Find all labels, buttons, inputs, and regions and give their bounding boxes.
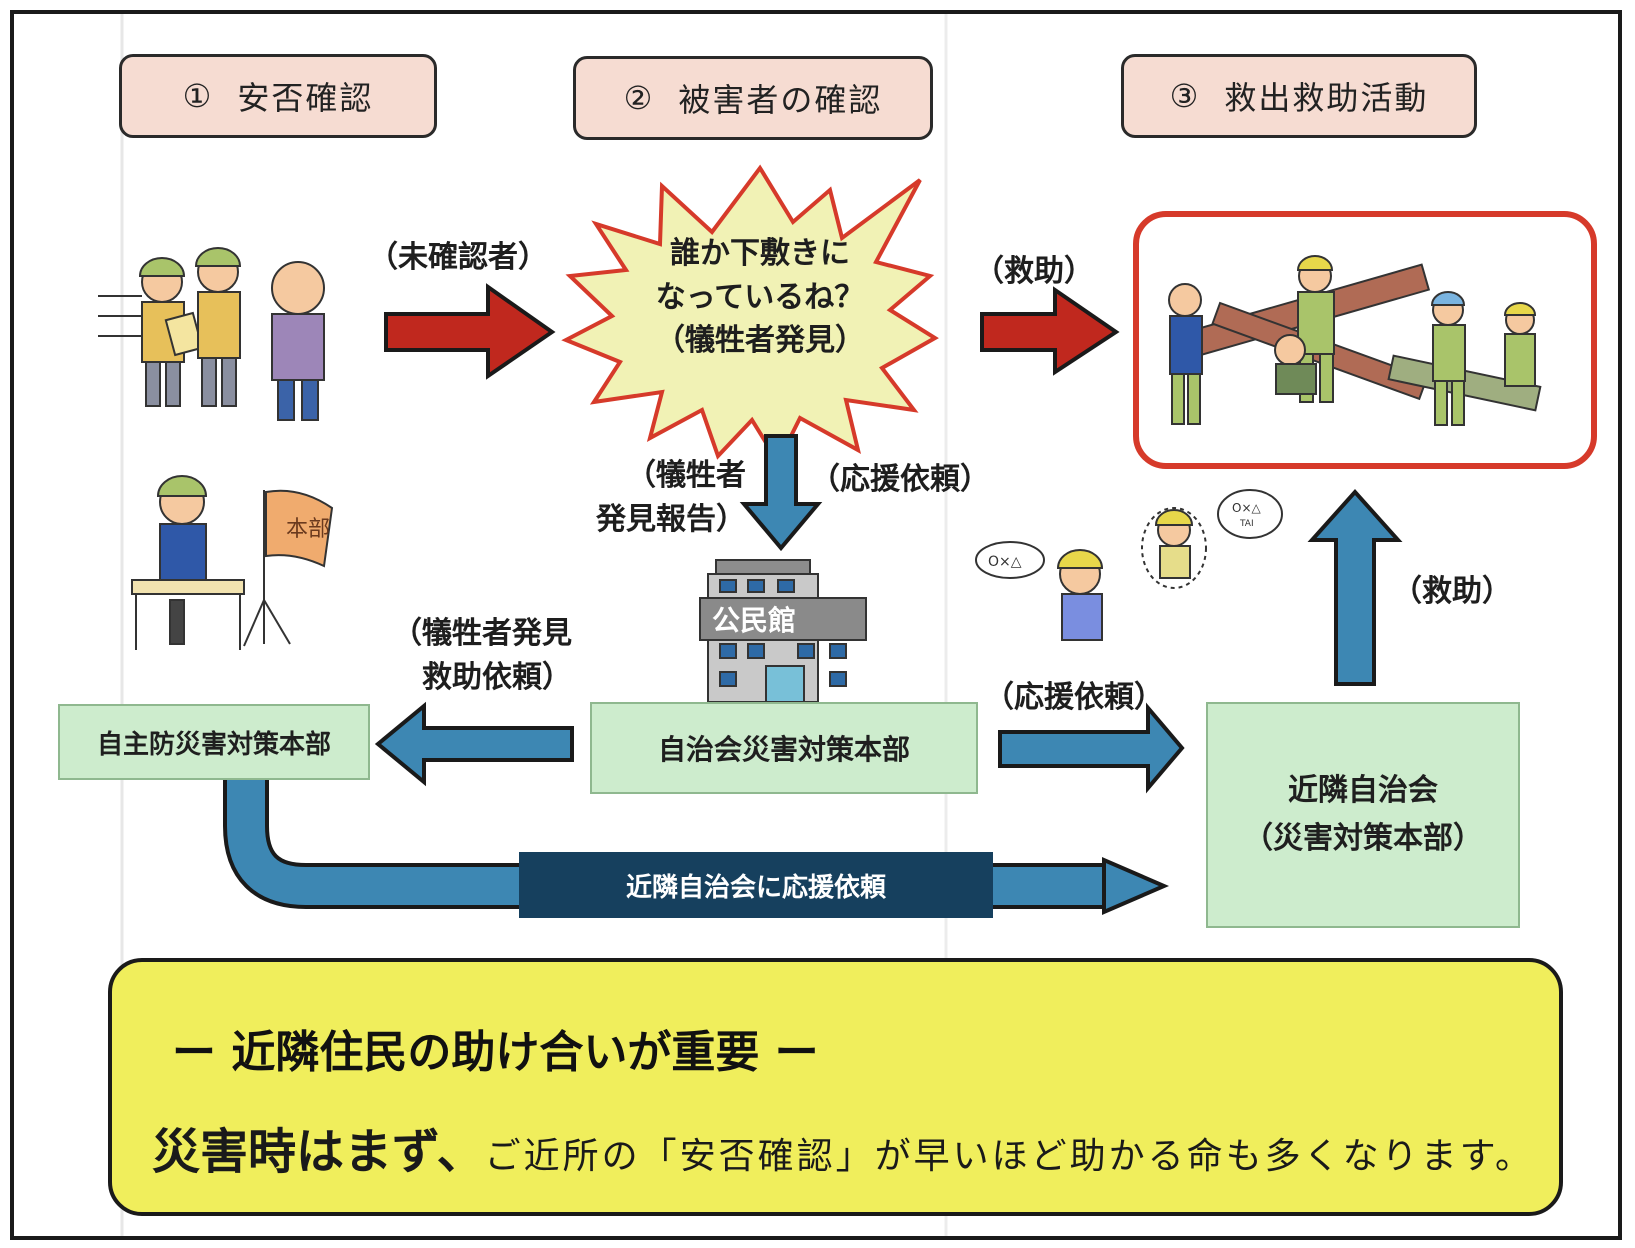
label-rescue-top: （救助） [974,254,1094,289]
blue-arrow-left-request [374,701,574,787]
key-message-text: ご近所の「安否確認」が早いほど助かる命も多くなります。 [484,1136,1535,1177]
label-rescue-request-line-2: 救助依頼） [422,659,572,695]
stage-3-number: ③ [1169,77,1201,115]
label-rescue-request: （犠牲者発見 救助依頼） [362,612,572,699]
stage-1-box: ① 安否確認 [119,54,437,138]
speech-bubble-right-subtext: TAI [1239,519,1254,529]
blue-arrow-right-support [998,702,1185,794]
hq-desk-illustration: 本部 [131,475,334,650]
building-sign-text: 公民館 [712,604,796,637]
burst-line-1: 誰か下敷きに [670,236,850,271]
speech-bubble-right-text: O×△ [1232,501,1262,515]
trapped-person [1274,334,1317,395]
burst-line-3: （犠牲者発見） [655,323,865,358]
blue-pipe-to-neighbor [223,778,1170,916]
label-support-request-mid: （応援依頼） [984,680,1164,715]
stage-2-title: 被害者の確認 [678,81,883,119]
red-arrow-to-burst [384,283,556,380]
neighbor-hq-box: 近隣自治会 （災害対策本部） [1206,702,1520,928]
label-victim-report-line-1: （犠牲者 [626,458,746,493]
stage-3-box: ③ 救出救助活動 [1121,54,1477,138]
neighbor-hq-line-1: 近隣自治会 [1288,773,1438,808]
safety-check-people-illustration [98,247,325,421]
community-hall-building-icon: 公民館 [699,559,867,703]
label-rescue-request-line-1: （犠牲者発見 [392,616,572,651]
blue-arrow-down-report [739,434,823,552]
community-hq-box: 自治会災害対策本部 [590,702,978,794]
speech-bubble-left-text: O×△ [988,554,1022,570]
victim-found-burst [561,164,939,467]
support-request-banner-label: 近隣自治会に応援依頼 [625,872,886,903]
community-hq-label: 自治会災害対策本部 [657,733,910,766]
label-support-request-top: （応援依頼） [810,462,990,497]
label-unconfirmed: （未確認者） [368,240,548,275]
key-message-box: ー 近隣住民の助け合いが重要 ー 災害時はまず、ご近所の「安否確認」が早いほど助… [108,958,1563,1216]
support-request-banner: 近隣自治会に応援依頼 [519,852,993,918]
worker-figure [1168,283,1203,425]
rescue-scene-illustration [1133,211,1597,469]
label-rescue-right: （救助） [1392,574,1512,609]
flag-text: 本部 [286,517,330,542]
self-defense-hq-box: 自主防災害対策本部 [58,704,370,780]
burst-text: 誰か下敷きに なっているね？ （犠牲者発見） [640,232,880,363]
key-message-body: 災害時はまず、ご近所の「安否確認」が早いほど助かる命も多くなります。 [152,1112,1534,1182]
neighbor-hq-line-2: （災害対策本部） [1243,821,1483,856]
stage-1-number: ① [182,77,214,115]
key-message-lead: 災害時はまず、 [152,1124,485,1180]
self-defense-hq-label: 自主防災害対策本部 [96,729,331,760]
worker-figure [1430,291,1466,426]
stage-2-number: ② [623,79,655,117]
key-message-title: ー 近隣住民の助け合いが重要 ー [172,1027,819,1078]
blue-arrow-up-rescue [1307,489,1403,686]
worker-figure [1503,302,1537,387]
stage-3-title: 救出救助活動 [1224,79,1429,117]
label-victim-report-line-2: 発見報告） [596,501,746,537]
red-arrow-to-rescue [980,286,1120,376]
label-victim-report: （犠牲者 発見報告） [574,454,746,541]
stage-1-title: 安否確認 [237,79,374,117]
stage-2-box: ② 被害者の確認 [573,56,933,140]
radio-communication-illustration: O×△ O×△ TAI [975,489,1283,641]
burst-line-2: なっているね？ [655,279,865,315]
